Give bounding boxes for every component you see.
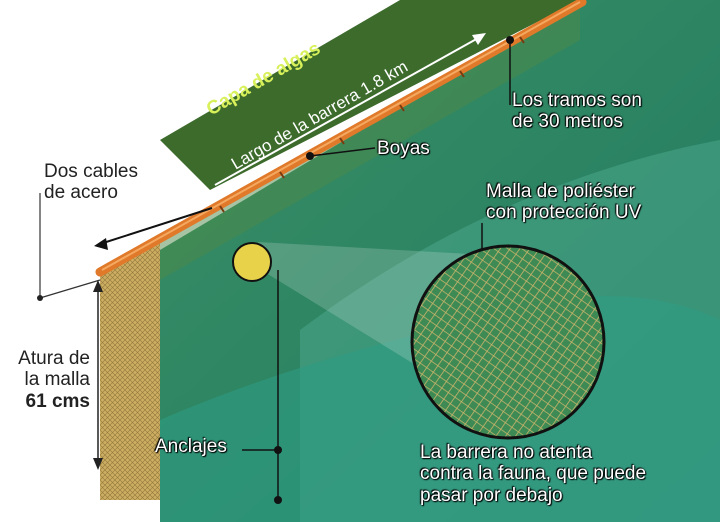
label-height: Atura de la malla 61 cms [18, 348, 90, 412]
length-arrowhead [472, 33, 486, 45]
buoys-leader [309, 147, 376, 157]
mesh-magnified-circle [410, 244, 606, 440]
cables-arrow [99, 207, 213, 245]
cables-arrowhead [94, 238, 108, 250]
buoy-line-highlight [101, 1, 581, 271]
mesh-curtain-side [160, 5, 580, 280]
buoys-dot [306, 152, 314, 160]
length-arrow [214, 36, 481, 186]
label-cables: Dos cables de acero [44, 161, 138, 204]
cables-leader-h [39, 279, 101, 299]
label-buoys: Boyas [377, 138, 430, 159]
label-mesh: Malla de poliéster con protección UV [486, 181, 642, 224]
mesh-curtain [100, 240, 160, 500]
segments-dot [506, 36, 514, 44]
segment-joints [219, 36, 525, 213]
cables-dot [37, 295, 43, 301]
label-anchors: Anclajes [155, 436, 227, 457]
anchors-dot [274, 496, 282, 504]
height-arrowhead-top [93, 280, 103, 292]
label-fauna: La barrera no atenta contra la fauna, qu… [420, 442, 647, 506]
label-segments: Los tramos son de 30 metros [512, 90, 642, 133]
height-arrowhead-bottom [93, 458, 103, 470]
algae-layer [160, 0, 580, 190]
small-magnifier [232, 242, 272, 282]
